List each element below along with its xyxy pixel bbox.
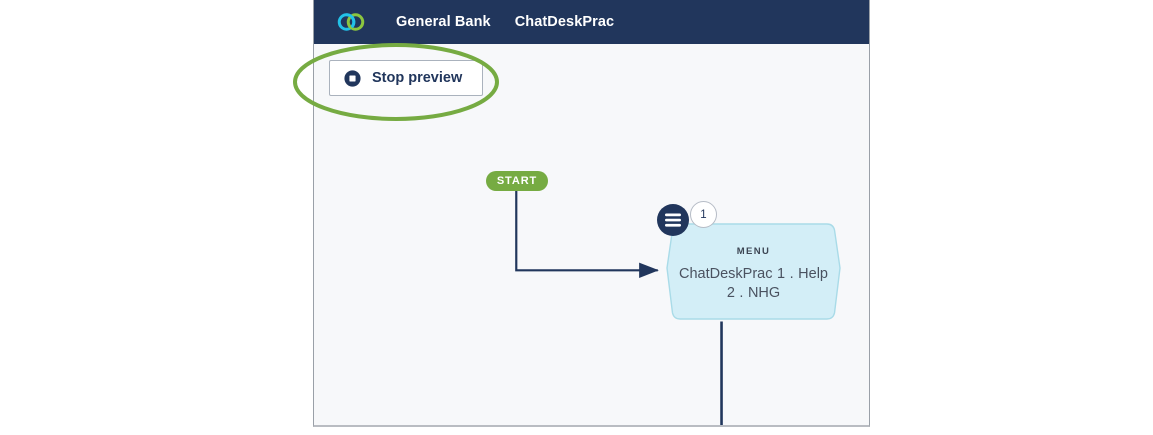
- app-header: General Bank ChatDeskPrac: [314, 0, 869, 44]
- header-link-general-bank[interactable]: General Bank: [396, 14, 491, 30]
- stop-preview-label: Stop preview: [372, 70, 463, 86]
- header-link-chatdeskprac[interactable]: ChatDeskPrac: [514, 14, 615, 30]
- hamburger-menu-icon[interactable]: [656, 203, 690, 237]
- menu-node-prompt-text: ChatDeskPrac 1 . Help 2 . NHG: [679, 265, 828, 301]
- flow-connectors: [515, 190, 723, 425]
- flow-node-start[interactable]: START: [486, 171, 548, 191]
- menu-node-kind-label: MENU: [736, 245, 771, 257]
- app-window: General Bank ChatDeskPrac START: [313, 0, 870, 427]
- menu-node-step-badge: 1: [690, 201, 717, 228]
- start-node-label: START: [496, 175, 538, 187]
- flow-node-menu[interactable]: MENU ChatDeskPrac 1 . Help 2 . NHG 1: [657, 201, 841, 323]
- connector-start-to-menu: [515, 190, 659, 278]
- interlocking-rings-logo-icon[interactable]: [336, 9, 366, 35]
- flow-canvas[interactable]: START MENU ChatDeskPrac 1 . Help 2 . NHG…: [314, 44, 869, 425]
- stop-circle-icon: [344, 69, 361, 87]
- menu-node-content: MENU ChatDeskPrac 1 . Help 2 . NHG: [666, 220, 841, 323]
- stop-preview-button[interactable]: Stop preview: [329, 60, 484, 96]
- menu-node-step-number: 1: [700, 208, 707, 221]
